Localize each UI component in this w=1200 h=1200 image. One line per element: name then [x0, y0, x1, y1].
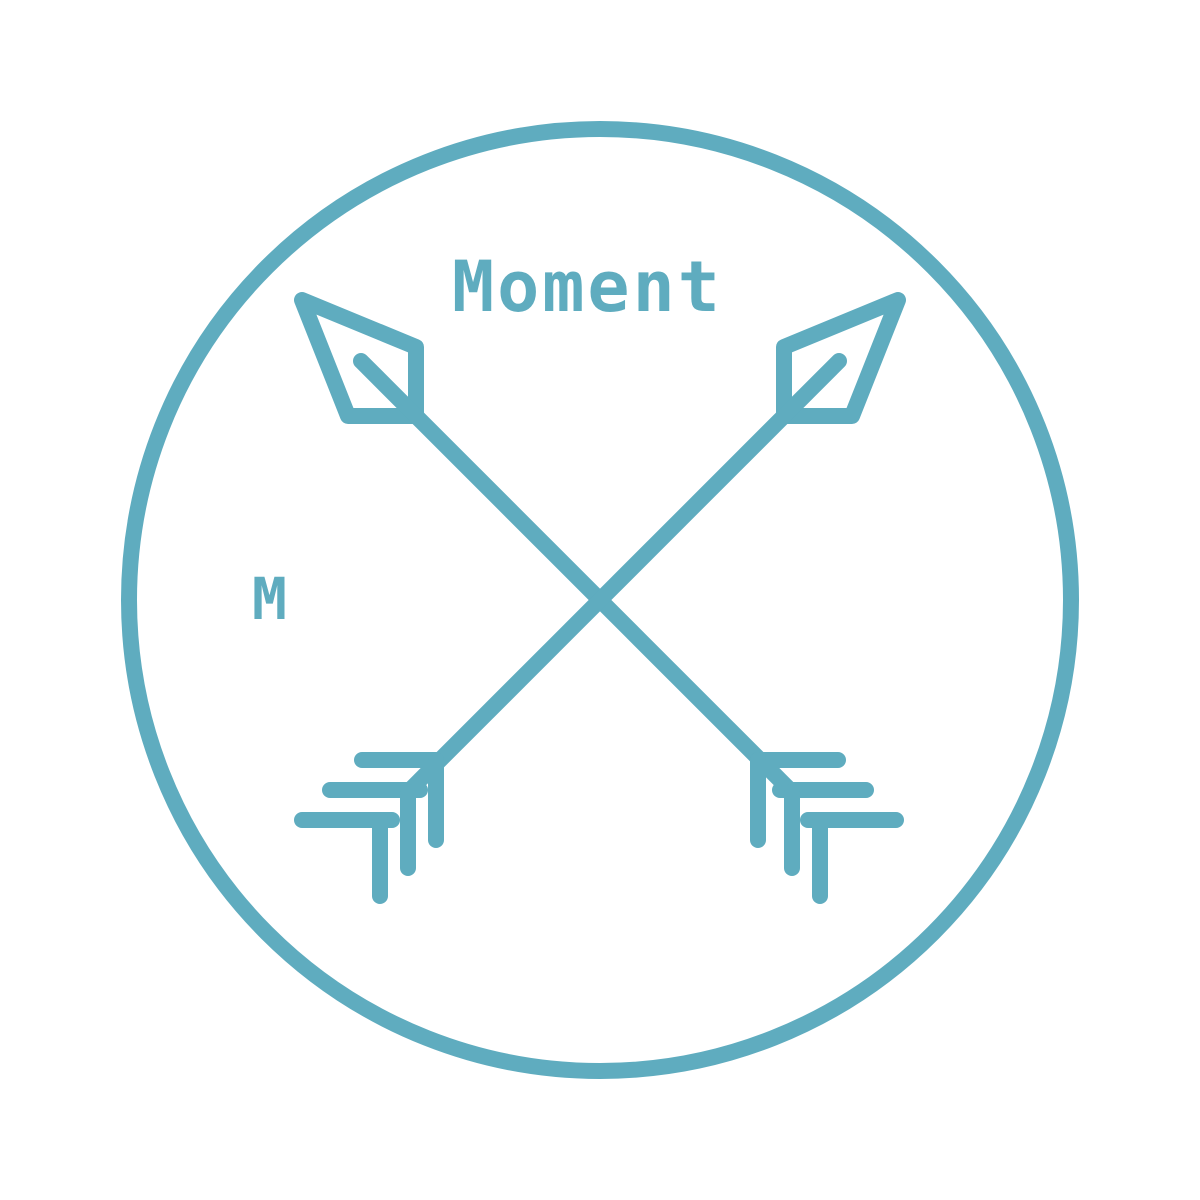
right-arrow-icon	[294, 292, 906, 904]
left-arrow-fletching	[750, 752, 904, 904]
brand-name: Moment	[452, 246, 723, 328]
brand-initial: M	[252, 565, 287, 633]
right-arrow-shaft	[402, 353, 847, 798]
crossed-arrows-icon	[294, 292, 906, 904]
circle-frame	[121, 121, 1079, 1079]
right-arrow-fletching	[294, 752, 444, 904]
left-arrow-shaft	[353, 353, 798, 798]
left-arrow-icon	[294, 292, 904, 904]
